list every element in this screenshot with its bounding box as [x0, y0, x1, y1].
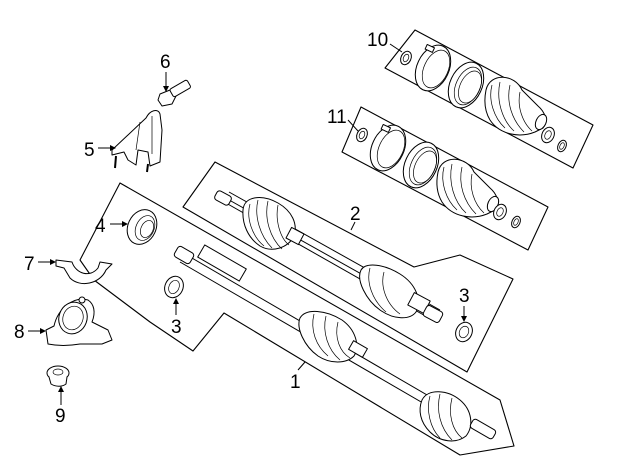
clip-icon [400, 50, 412, 66]
bearing-icon [126, 209, 158, 245]
support-bracket-icon [111, 110, 163, 167]
outer-cv-joint-icon [242, 197, 296, 250]
callout-2[interactable]: 2 [350, 204, 361, 225]
panel-outline-10 [384, 29, 594, 169]
callout-8[interactable]: 8 [14, 322, 25, 343]
clamp-band-icon [369, 124, 407, 172]
callout-4[interactable]: 4 [95, 216, 106, 237]
circlip-icon [557, 139, 567, 153]
callout-11[interactable]: 11 [327, 107, 347, 128]
callout-3-lower[interactable]: 3 [171, 317, 182, 338]
spline-end-icon [214, 190, 232, 206]
inner-cv-joint-icon [359, 264, 419, 319]
nut-icon [541, 126, 555, 144]
washer-icon [455, 321, 473, 343]
callout-6[interactable]: 6 [160, 52, 171, 73]
boot-ring-icon [402, 141, 440, 189]
callouts: 10 11 6 5 4 7 8 9 3 3 [14, 30, 473, 427]
bearing-retainer-group[interactable] [55, 259, 113, 285]
axle-shaft-panel-1[interactable] [79, 182, 515, 456]
outer-cv-joint-icon [419, 391, 472, 442]
boot-ring-icon [447, 61, 485, 109]
spline-end-icon [422, 305, 444, 323]
support-bracket-group[interactable] [111, 79, 191, 173]
callout-7[interactable]: 7 [24, 254, 35, 275]
inner-cv-joint-icon [298, 311, 358, 363]
callout-9[interactable]: 9 [55, 406, 66, 427]
bearing-housing-group[interactable] [45, 296, 113, 346]
axle-shaft-panel-2[interactable] [182, 161, 514, 373]
boot-kit-panel-10[interactable] [384, 29, 594, 169]
boot-kit-panel-11[interactable] [341, 106, 549, 251]
clamp-band-icon [414, 44, 452, 92]
callout-5[interactable]: 5 [84, 140, 95, 161]
panel-outline-2 [182, 161, 514, 373]
spline-end-icon [469, 418, 497, 440]
callout-10[interactable]: 10 [367, 30, 388, 51]
callout-1[interactable]: 1 [290, 372, 301, 393]
spline-end-icon [173, 245, 195, 265]
nut-group[interactable] [46, 365, 70, 387]
washer-icon [164, 275, 184, 299]
circlip-icon [511, 215, 521, 229]
clip-icon [356, 127, 368, 143]
bearing-retainer-icon [55, 259, 113, 285]
nut-icon [493, 203, 507, 221]
panel-outline-11 [341, 106, 549, 251]
panel-outline-1 [79, 182, 515, 456]
callout-3-right[interactable]: 3 [459, 286, 470, 307]
